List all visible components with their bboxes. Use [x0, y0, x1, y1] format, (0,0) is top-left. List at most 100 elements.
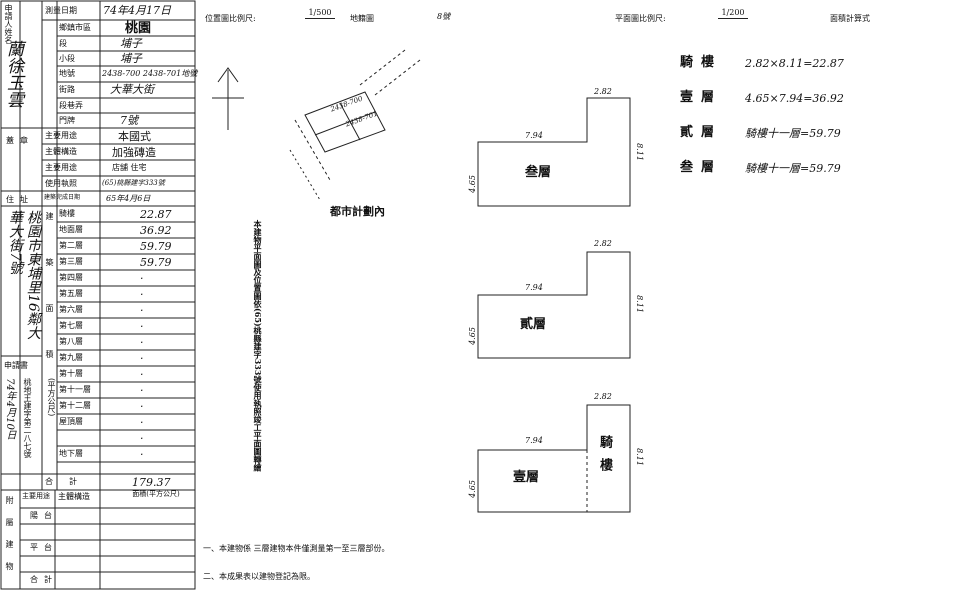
plan-name: 壹層	[513, 470, 540, 485]
completion-label: 建築完成日期	[44, 194, 81, 201]
footnote-2: 二、本成果表以建物登記為限。	[203, 572, 315, 581]
structure: 加強磚造	[112, 146, 156, 159]
map-no: 8號	[437, 12, 451, 21]
plan-scale: 1/200	[718, 9, 748, 19]
total-label: 合計	[45, 477, 93, 486]
floor-area: ·	[140, 400, 144, 413]
completion: 65年4月6日	[106, 194, 151, 203]
subsection: 埔子	[120, 52, 142, 65]
floor-name: 第三層	[59, 257, 83, 266]
site-scale-label: 位置圖比例尺:	[205, 14, 256, 23]
floor-area: ·	[140, 416, 144, 429]
annex-row-label: 平台	[30, 543, 58, 552]
main-purpose-label: 主要用途	[45, 163, 77, 172]
plan-3-outline	[477, 97, 631, 207]
main-use-label: 主要用途	[45, 131, 77, 140]
apply-date: 74年4月10日	[4, 378, 15, 440]
calc-formula: 4.65×7.94=36.92	[745, 92, 844, 105]
plan-width: 7.94	[525, 283, 543, 292]
floor-area: 22.87	[140, 208, 172, 221]
floor-name: 第九層	[59, 353, 83, 362]
floor-name: 騎樓	[59, 209, 75, 218]
total: 179.37	[132, 476, 171, 489]
calc-formula: 2.82×8.11=22.87	[745, 57, 844, 70]
street: 大華大街	[110, 83, 154, 96]
calc-formula: 騎樓十一層=59.79	[745, 162, 841, 175]
seal-label: 蓋章	[6, 136, 34, 145]
floor-area: ·	[140, 272, 144, 285]
calc-label: 貳層	[680, 125, 723, 140]
floor-area: ·	[140, 368, 144, 381]
annex-header-structure: 主體構造	[58, 492, 90, 501]
floor-name: 第十二層	[59, 401, 91, 410]
subsection-label: 小段	[59, 54, 75, 63]
survey-date-label: 測量日期	[45, 6, 77, 15]
main-purpose: 店舖 住宅	[112, 163, 147, 172]
plan-name: 叁層	[525, 165, 552, 180]
unit-label: (平方公尺)	[47, 378, 56, 417]
lane-label: 段巷弄	[59, 101, 83, 110]
plot-outline	[304, 91, 386, 153]
floor-name: 屋頂層	[59, 417, 83, 426]
township: 桃園	[125, 21, 152, 36]
address-value: 桃園市東埔里16鄰大華大街7號	[7, 210, 41, 340]
calc-label: 面積計算式	[830, 14, 870, 23]
floor-area: ·	[140, 336, 144, 349]
floor-name: 第七層	[59, 321, 83, 330]
floor-name: 第二層	[59, 241, 83, 250]
number: 7號	[120, 114, 138, 127]
calc-label: 壹層	[680, 90, 723, 105]
plan-height: 4.65	[467, 480, 477, 498]
township-label: 鄉鎮市區	[59, 23, 91, 32]
calc-label: 叁層	[680, 160, 723, 175]
plan-right: 8.11	[634, 448, 644, 466]
land-no-label: 地號	[59, 69, 75, 78]
plan-height: 4.65	[467, 175, 477, 193]
form-grid	[0, 0, 196, 590]
floor-plans	[477, 97, 631, 513]
calc-label: 騎樓	[680, 55, 723, 70]
number-label: 門牌	[59, 116, 75, 125]
footnote-1: 一、本建物係 三層建物本件僅測量第一至三層部份。	[203, 544, 390, 553]
floor-name: 地下層	[59, 449, 83, 458]
floor-area: 36.92	[140, 224, 172, 237]
license: (65)桃縣建字333號	[102, 179, 165, 187]
floor-name: 第五層	[59, 289, 83, 298]
plan-top: 2.82	[594, 239, 612, 248]
applicant-name: 蘭徐玉雲	[3, 40, 23, 108]
map-label: 地籍圖	[350, 14, 374, 23]
applicant-label: 申請人姓名	[4, 4, 13, 44]
land-no: 2438-700 2438-701地號	[102, 69, 198, 78]
plan-2-outline	[477, 251, 631, 359]
annex-header-area: 面積(平方公尺)	[132, 490, 180, 498]
floor-area: 59.79	[140, 256, 172, 269]
floor-name: 第十層	[59, 369, 83, 378]
floor-area: ·	[140, 432, 144, 445]
floor-name: 地面層	[59, 225, 83, 234]
floor-area: ·	[140, 288, 144, 301]
plan-top: 2.82	[594, 87, 612, 96]
site-note: 本建物平面圖及位置圖依(65)桃縣建字333號使用執照竣工平面圖轉繪	[253, 220, 263, 472]
floor-header: 建築面積	[45, 212, 54, 396]
structure-label: 主體構造	[45, 147, 77, 156]
main-use: 本國式	[118, 130, 151, 143]
section: 埔子	[120, 37, 142, 50]
annex-row-label: 陽台	[30, 511, 58, 520]
doc-no: 桃地王建字第二八七號	[23, 378, 32, 458]
annex-side: 附屬建物	[5, 496, 14, 584]
plan-top: 2.82	[594, 392, 612, 401]
floor-area: 59.79	[140, 240, 172, 253]
calc-formula: 騎樓十一層=59.79	[745, 127, 841, 140]
plan-width: 7.94	[525, 131, 543, 140]
site-map	[212, 49, 421, 201]
license-label: 使用執照	[45, 179, 77, 188]
plan-right: 8.11	[634, 295, 644, 313]
floor-area: ·	[140, 304, 144, 317]
plan-height: 4.65	[467, 327, 477, 345]
floor-name: 第八層	[59, 337, 83, 346]
zone-label: 都市計劃內	[330, 205, 385, 218]
street-label: 街路	[59, 85, 75, 94]
address-label: 住址	[6, 195, 34, 204]
plan-right: 8.11	[634, 143, 644, 161]
section-label: 段	[59, 39, 67, 48]
